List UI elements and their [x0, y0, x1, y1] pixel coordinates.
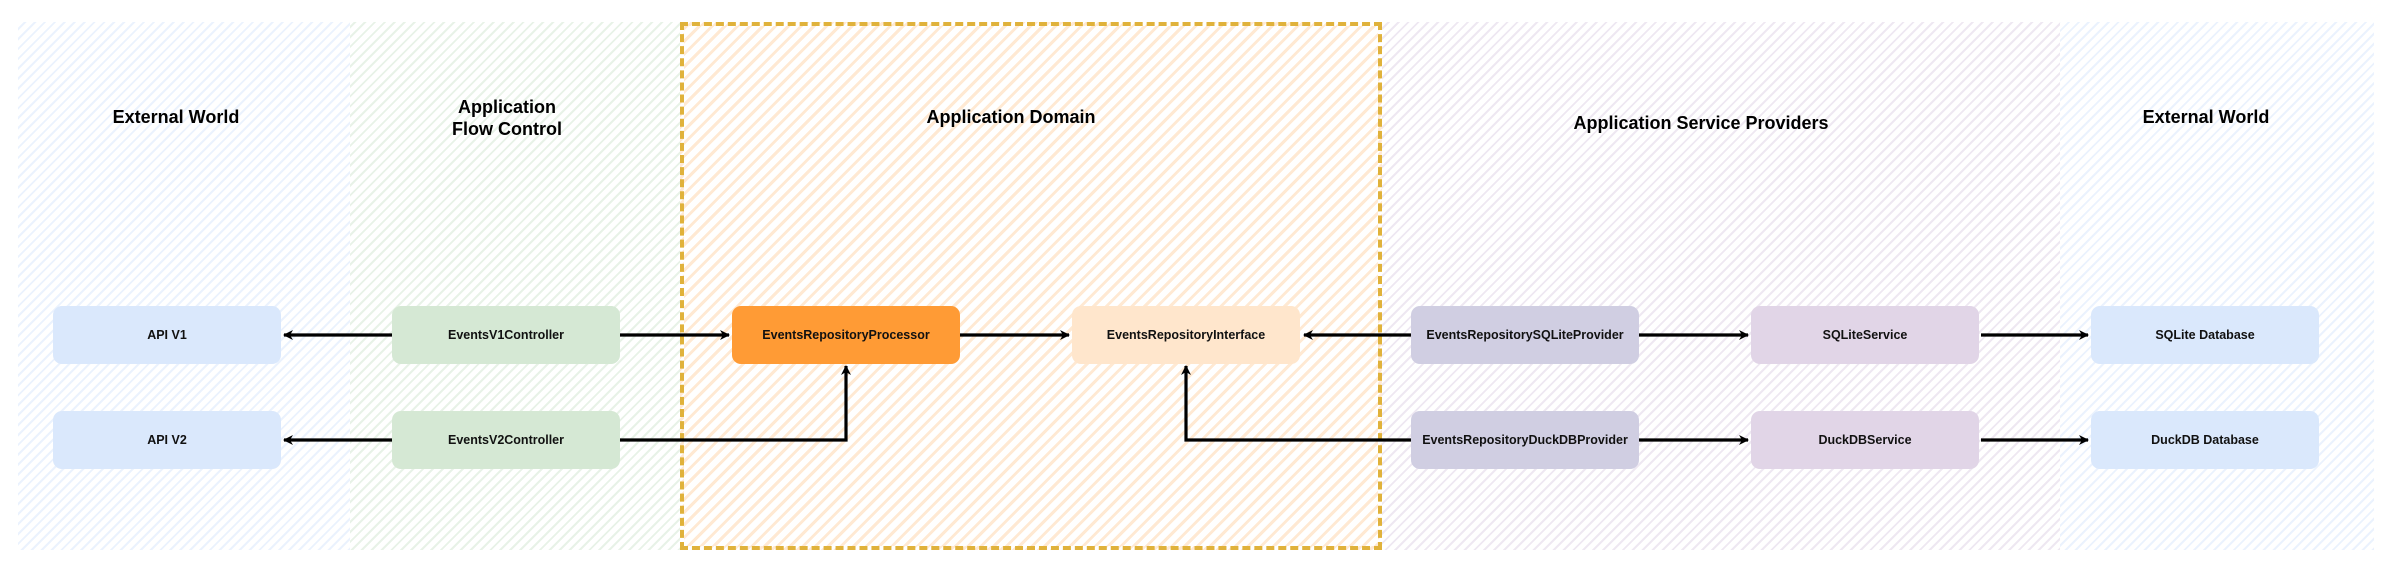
- zone-title-service-providers: Application Service Providers: [1573, 113, 1829, 133]
- sqlite-database-node[interactable]: SQLite Database: [2091, 306, 2319, 364]
- zone-title-flow-control: Application Flow Control: [452, 97, 562, 139]
- service-providers-zone: [1382, 22, 2060, 550]
- events-repository-interface-node[interactable]: EventsRepositoryInterface: [1072, 306, 1300, 364]
- zone-title-external-world-left: External World: [112, 107, 240, 127]
- duckdb-provider-node[interactable]: EventsRepositoryDuckDBProvider: [1411, 411, 1639, 469]
- zone-title-application-domain: Application Domain: [926, 107, 1096, 127]
- zone-title-external-world-right: External World: [2142, 107, 2270, 127]
- sqlite-service-node[interactable]: SQLiteService: [1751, 306, 1979, 364]
- external-world-right-zone: [2060, 22, 2374, 550]
- external-world-left-zone: [18, 22, 350, 550]
- api-v1-node[interactable]: API V1: [53, 306, 281, 364]
- events-repository-processor-node[interactable]: EventsRepositoryProcessor: [732, 306, 960, 364]
- application-domain-zone: [680, 22, 1382, 550]
- sqlite-provider-node[interactable]: EventsRepositorySQLiteProvider: [1411, 306, 1639, 364]
- api-v2-node[interactable]: API V2: [53, 411, 281, 469]
- events-v2-controller-node[interactable]: EventsV2Controller: [392, 411, 620, 469]
- duckdb-database-node[interactable]: DuckDB Database: [2091, 411, 2319, 469]
- events-v1-controller-node[interactable]: EventsV1Controller: [392, 306, 620, 364]
- duckdb-service-node[interactable]: DuckDBService: [1751, 411, 1979, 469]
